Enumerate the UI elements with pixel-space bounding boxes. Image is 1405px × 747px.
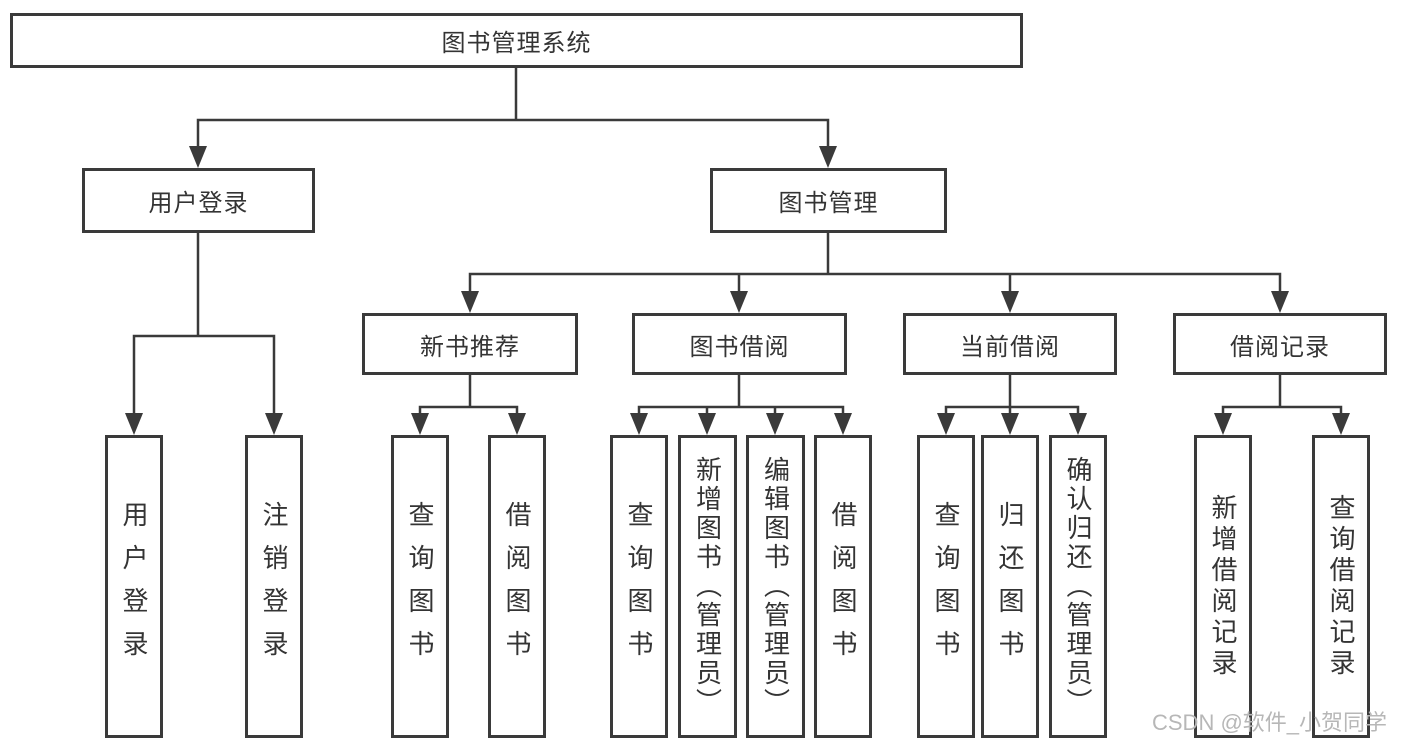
leaf-label: 借阅图书 (502, 500, 532, 673)
leaf-label: 查询借阅记录 (1326, 493, 1356, 680)
leaf-label: 确认归还（管理员） (1063, 456, 1093, 717)
leaf-label: 新增图书（管理员） (692, 456, 723, 717)
leaf-query-books: 查询图书 (391, 435, 449, 738)
arrowheads (125, 146, 1350, 435)
leaf-confirm-return-admin: 确认归还（管理员） (1049, 435, 1107, 738)
leaf-query-books: 查询图书 (610, 435, 668, 738)
leaf-borrow-books: 借阅图书 (814, 435, 872, 738)
leaf-add-borrowing-record: 新增借阅记录 (1194, 435, 1252, 738)
csdn-watermark: CSDN @软件_小贺同学 (1152, 710, 1388, 735)
leaf-add-books-admin: 新增图书（管理员） (678, 435, 737, 738)
leaf-label: 查询图书 (624, 500, 654, 673)
node-current-borrowing: 当前借阅 (903, 313, 1117, 375)
leaf-label: 查询图书 (931, 500, 961, 673)
leaf-query-books: 查询图书 (917, 435, 975, 738)
leaf-query-borrowing-record: 查询借阅记录 (1312, 435, 1370, 738)
leaf-label: 归还图书 (995, 500, 1025, 673)
leaf-label: 注销登录 (259, 500, 289, 673)
node-borrowing-records: 借阅记录 (1173, 313, 1387, 375)
node-user-login-branch: 用户登录 (82, 168, 315, 233)
node-library-management-system: 图书管理系统 (10, 13, 1023, 68)
leaf-logout: 注销登录 (245, 435, 303, 738)
node-book-management-branch: 图书管理 (710, 168, 947, 233)
node-new-book-recommendation: 新书推荐 (362, 313, 578, 375)
leaf-label: 查询图书 (405, 500, 435, 673)
node-book-borrowing: 图书借阅 (632, 313, 847, 375)
leaf-label: 用户登录 (119, 500, 149, 673)
leaf-return-books: 归还图书 (981, 435, 1039, 738)
leaf-label: 新增借阅记录 (1208, 493, 1238, 680)
leaf-edit-books-admin: 编辑图书（管理员） (746, 435, 805, 738)
leaf-label: 编辑图书（管理员） (760, 456, 791, 717)
leaf-label: 借阅图书 (828, 500, 858, 673)
leaf-user-login: 用户登录 (105, 435, 163, 738)
leaf-borrow-books: 借阅图书 (488, 435, 546, 738)
